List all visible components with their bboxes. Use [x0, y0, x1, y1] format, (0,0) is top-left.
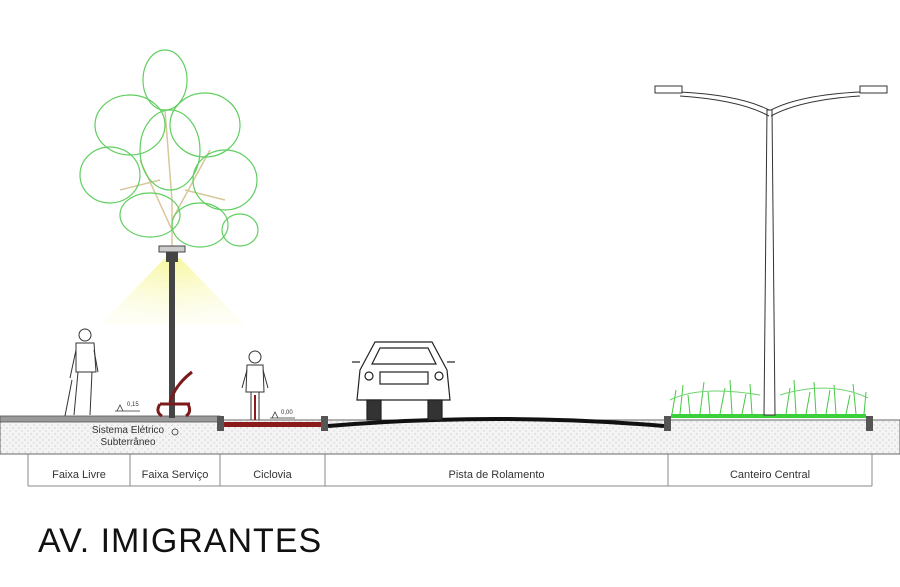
electric-note-line1: Sistema Elétrico: [91, 425, 165, 436]
double-street-light-icon: [654, 85, 888, 416]
shrubs-icon: [669, 379, 869, 415]
zone-label-pista: Pista de Rolamento: [448, 469, 545, 481]
road-surface: [327, 417, 665, 428]
car-icon: [352, 341, 455, 421]
bench-icon: [156, 370, 193, 418]
electric-system-note: Sistema Elétrico Subterrâneo: [78, 425, 178, 449]
zone-label-faixa-servico: Faixa Serviço: [141, 469, 209, 481]
conduit-icon: [171, 428, 179, 436]
electric-note-line2: Subterrâneo: [100, 437, 156, 448]
zone-label-faixa-livre: Faixa Livre: [52, 469, 106, 481]
pedestrian-icon: [64, 328, 99, 417]
bikeway-level-label: 0,00: [281, 410, 293, 416]
bikeway-surface: [224, 422, 321, 427]
zone-divider-strip: [27, 454, 873, 487]
zone-label-ciclovia: Ciclovia: [253, 469, 292, 481]
median-grass-strip: [671, 414, 866, 418]
street-lamp-icon: [158, 245, 186, 418]
tree-icon: [79, 49, 259, 260]
cyclist-icon: [241, 350, 269, 420]
zone-label-canteiro: Canteiro Central: [729, 469, 811, 481]
curbs: [217, 416, 873, 431]
page-title: AV. IMIGRANTES: [38, 522, 323, 560]
sidewalk-level-label: 0,15: [127, 402, 139, 408]
ground-section: [0, 415, 900, 455]
level-markers: [115, 404, 295, 419]
